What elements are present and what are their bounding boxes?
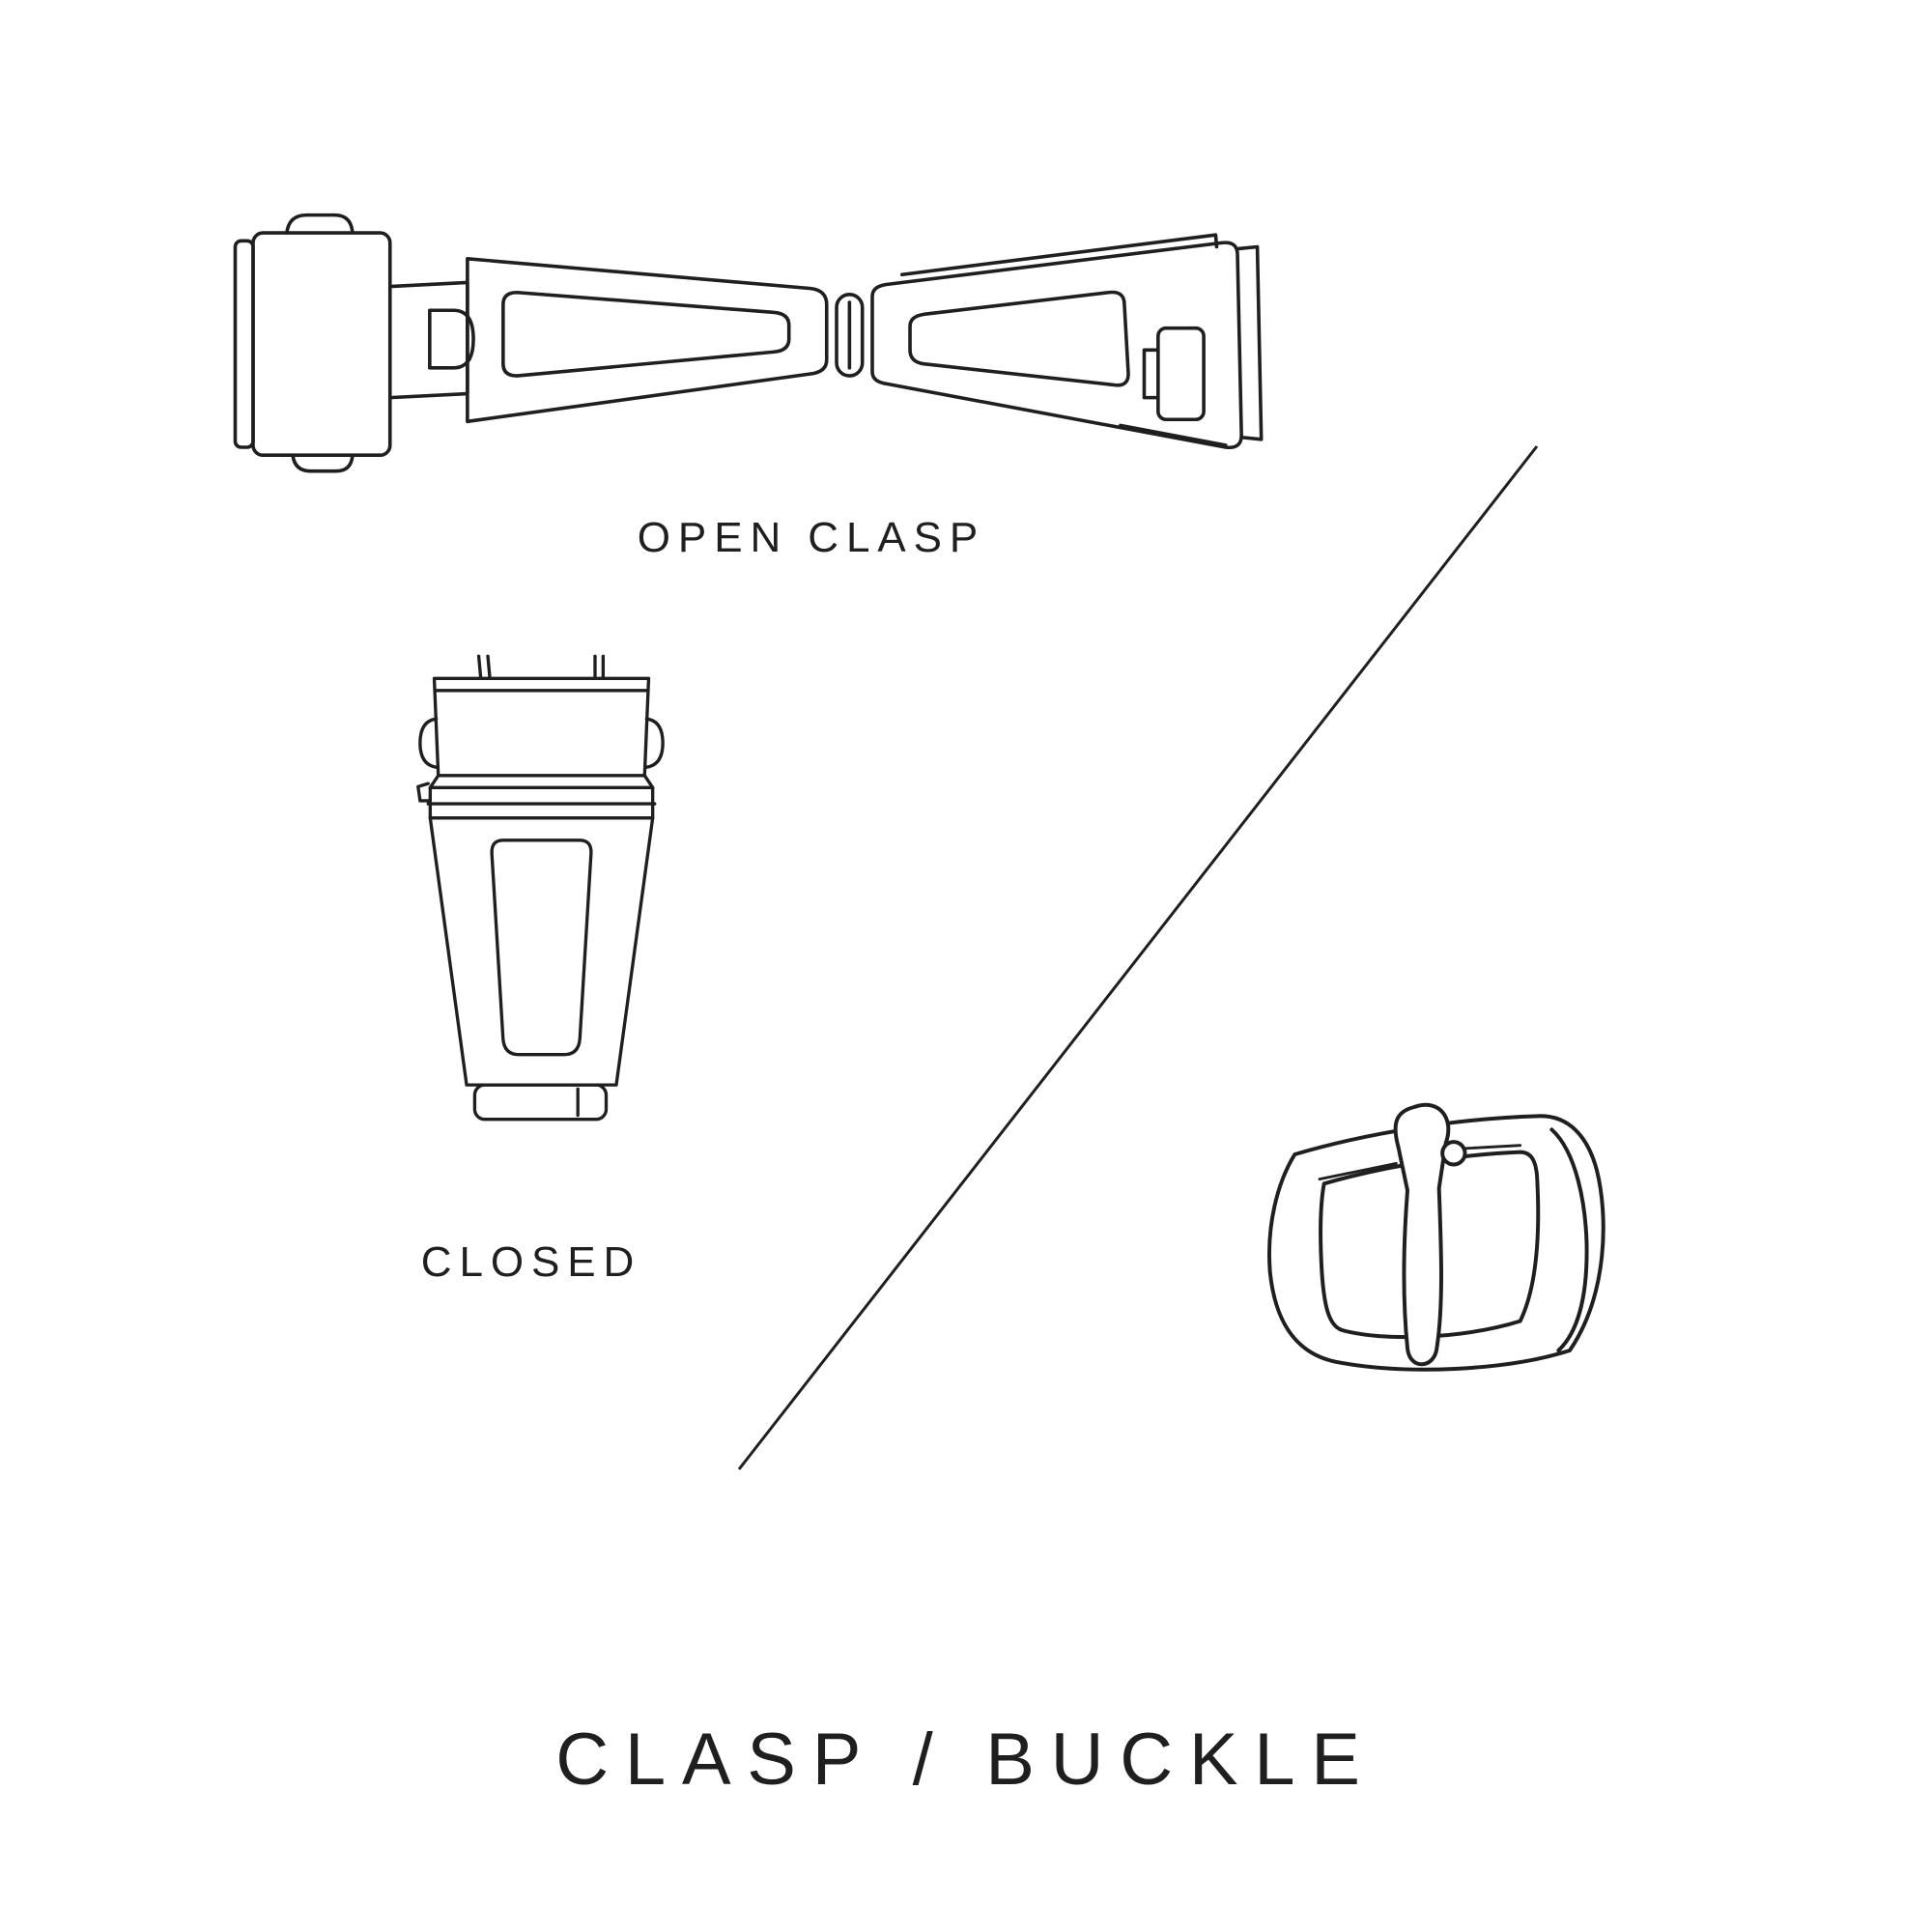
closed-clasp-drawing — [416, 654, 665, 1122]
open-clasp-label: OPEN CLASP — [637, 514, 986, 561]
page-title: CLASP / BUCKLE — [555, 1719, 1377, 1801]
open-clasp-drawing — [233, 213, 1264, 473]
closed-clasp-label: CLOSED — [420, 1238, 642, 1286]
closed-clasp-figure — [380, 645, 703, 1152]
buckle-figure — [1225, 1080, 1631, 1418]
open-clasp-figure — [217, 179, 1309, 497]
buckle-drawing — [1267, 1102, 1605, 1372]
